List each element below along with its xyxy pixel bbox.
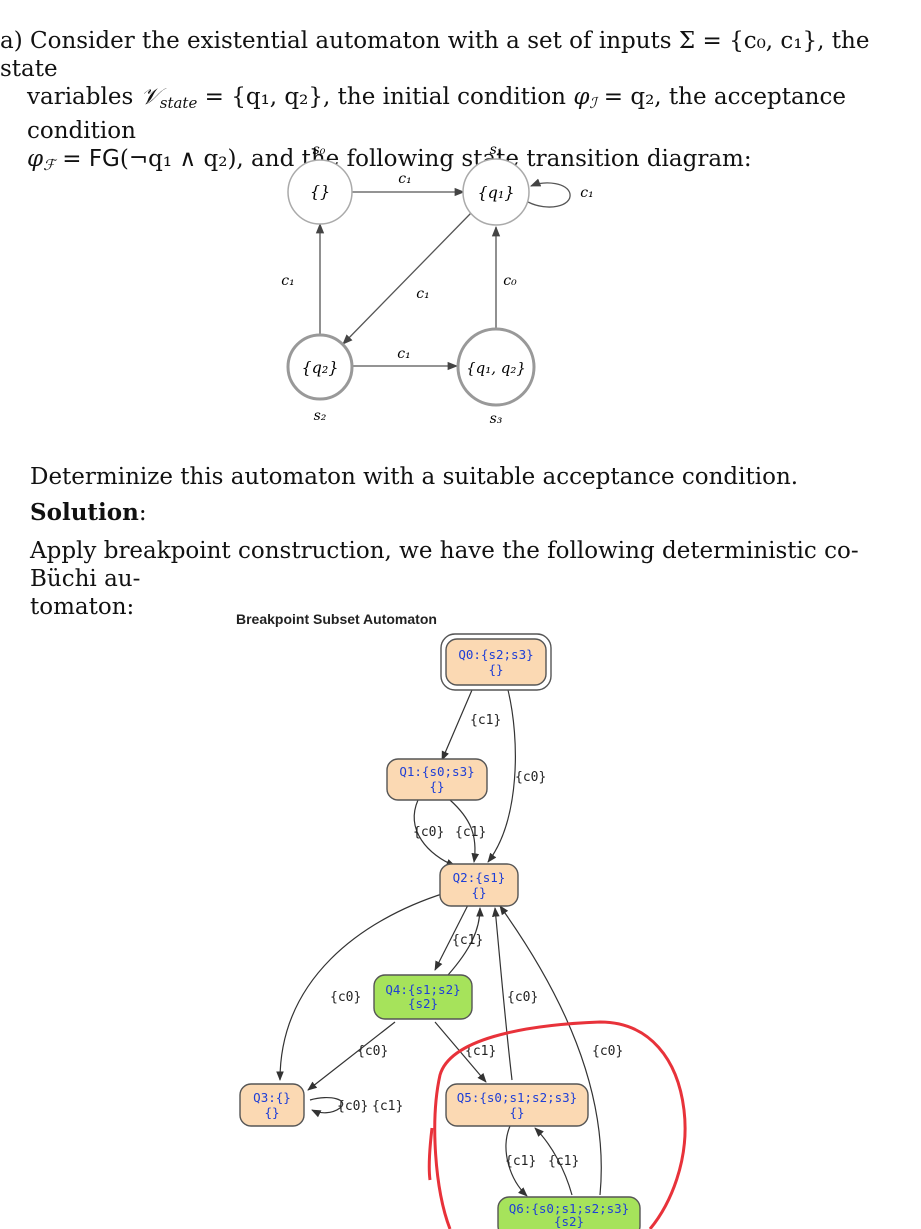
svg-text:{}: {} [471,885,486,900]
svg-text:Q5:{s0;s1;s2;s3}: Q5:{s0;s1;s2;s3} [457,1090,577,1105]
node-q2: Q2:{s1} {} [439,863,519,907]
edge-q2-q4 [434,904,469,971]
solution-text: Apply breakpoint construction, we have t… [30,538,859,620]
diagram-title: Breakpoint Subset Automaton [236,611,437,627]
state-name-s2: s₂ [314,408,327,424]
red-annotation-stroke [427,1127,434,1181]
label-q2-q3: {c0} [330,990,361,1005]
svg-text:{}: {} [264,1105,279,1120]
label-s2-s3: c₁ [397,346,410,362]
problem-line-2: variables 𝒱state = {q₁, q₂}, the initial… [27,84,846,144]
label-q2-q4: {c1} [452,933,483,948]
svg-text:{}: {} [488,662,503,677]
node-q0: Q0:{s2;s3} {} [440,633,552,691]
label-q3-loop-c1: {c1} [372,1099,403,1114]
node-q4: Q4:{s1;s2} {s2} [373,974,473,1020]
solution-heading: Solution: [30,499,147,526]
label-q1-q2-c1: {c1} [455,825,486,840]
label-q5-q2: {c0} [592,1044,623,1059]
edge-q0-q1 [441,689,473,761]
edge-s1-s2 [342,212,472,345]
state-s0: {} s₀ [287,142,353,225]
label-q0-q2: {c0} [515,770,546,785]
edge-q6-q5 [534,1127,573,1196]
label-s1-s2: c₁ [416,286,429,302]
state-transition-diagram: {} s₀ {q₁} s₁ {q₂} s₂ {q₁, q₂} s₃ c₁ c₁ … [281,142,593,427]
label-s2-s0: c₁ [281,273,294,289]
edge-q5-q2 [492,907,513,1081]
state-name-s0: s₀ [313,142,326,158]
edge-q1-q2-c0 [413,799,456,867]
edge-q0-q2 [487,689,516,863]
svg-text:{q₁, q₂}: {q₁, q₂} [466,359,526,377]
svg-text:Q4:{s1;s2}: Q4:{s1;s2} [385,982,460,997]
svg-text:{q₁}: {q₁} [477,183,514,202]
edge-q4-q2 [447,907,484,976]
edge-q1-q2-c1 [449,799,480,863]
label-q4-q3: {c0} [357,1044,388,1059]
svg-text:{}: {} [429,779,444,794]
svg-text:Q1:{s0;s3}: Q1:{s0;s3} [399,764,474,779]
red-annotation-circle [433,1020,687,1229]
label-q6-q5: {c1} [548,1154,579,1169]
edge-s1-loop [527,178,571,208]
node-q6: Q6:{s0;s1;s2;s3} {s2} [497,1196,641,1229]
svg-text:{}: {} [509,1105,524,1120]
problem-label: a) [0,28,23,54]
node-q3: Q3:{} {} [239,1083,305,1127]
edge-q6-q2 [499,905,602,1196]
state-s1: {q₁} s₁ [462,142,530,226]
label-q5-q6: {c1} [505,1154,536,1169]
svg-text:Q2:{s1}: Q2:{s1} [453,870,506,885]
svg-text:{}: {} [310,182,330,201]
problem-statement: a) Consider the existential automaton wi… [0,27,921,179]
svg-text:Q6:{s0;s1;s2;s3}: Q6:{s0;s1;s2;s3} [509,1201,629,1216]
svg-text:{s2}: {s2} [554,1214,584,1229]
svg-text:{q₂}: {q₂} [301,358,338,377]
label-q0-q1: {c1} [470,713,501,728]
edge-q2-q3 [276,892,446,1081]
state-s3: {q₁, q₂} s₃ [456,327,536,427]
state-name-s3: s₃ [490,411,503,427]
state-name-s1: s₁ [490,142,503,158]
label-s0-s1: c₁ [398,171,411,187]
label-q4-q5: {c1} [465,1044,496,1059]
label-q3-loop-c0: {c0} [337,1099,368,1114]
label-q1-q2-c0: {c0} [413,825,444,840]
svg-text:{s2}: {s2} [408,996,438,1011]
problem-line-3: φℱ = FG(¬q₁ ∧ q₂), and the following sta… [27,146,752,174]
edge-q5-q6 [505,1125,528,1197]
determinize-text: Determinize this automaton with a suitab… [30,464,799,490]
svg-text:Q0:{s2;s3}: Q0:{s2;s3} [458,647,533,662]
edge-q4-q3 [307,1021,396,1091]
label-q4-q2: {c0} [507,990,538,1005]
svg-text:Q3:{}: Q3:{} [253,1090,291,1105]
node-q1: Q1:{s0;s3} {} [386,758,488,801]
label-s1-loop: c₁ [580,185,593,201]
state-s2: {q₂} s₂ [286,333,354,424]
label-s3-s1: c₀ [503,273,517,289]
edge-q3-loop [309,1096,344,1118]
problem-line-1: a) Consider the existential automaton wi… [0,28,870,82]
node-q5: Q5:{s0;s1;s2;s3} {} [445,1083,589,1127]
